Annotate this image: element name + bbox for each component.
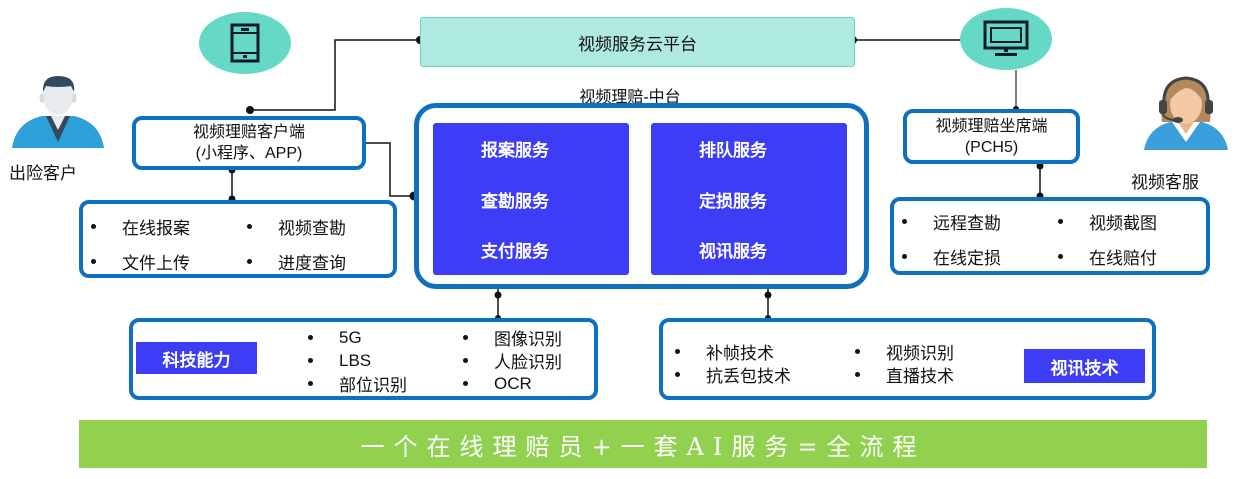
- feature-item: 视频截图: [1058, 209, 1192, 234]
- feature-item: 视频查勘: [247, 214, 381, 239]
- bullet-icon: [855, 372, 860, 377]
- feature-item: OCR: [463, 372, 562, 395]
- feature-item: 抗丢包技术: [675, 363, 791, 386]
- left-service-column: 报案服务 查勘服务 支付服务: [433, 123, 629, 275]
- bullet-icon: [308, 335, 313, 340]
- feature-item: 在线赔付: [1058, 244, 1192, 269]
- bullet-icon: [247, 259, 252, 264]
- bullet-icon: [91, 259, 96, 264]
- client-app-box[interactable]: 视频理赔客户端 (小程序、APP): [132, 116, 366, 170]
- bullet-icon: [1058, 219, 1063, 224]
- summary-banner: 一个在线理赔员+一套AI服务=全流程: [79, 420, 1207, 468]
- service-queue[interactable]: 排队服务: [699, 140, 767, 160]
- feature-item: 进度查询: [247, 249, 381, 274]
- client-features-box: 在线报案 视频查勘 文件上传 进度查询: [79, 200, 397, 278]
- video-tech-box: 补帧技术 抗丢包技术 视频识别 直播技术 视讯技术: [659, 318, 1156, 400]
- feature-item: 部位识别: [308, 372, 407, 395]
- feature-item: 在线定损: [902, 244, 1058, 269]
- feature-item: 在线报案: [91, 214, 247, 239]
- bullet-icon: [675, 349, 680, 354]
- feature-item: 图像识别: [463, 326, 562, 349]
- tech-capability-col2: 图像识别 人脸识别 OCR: [463, 326, 562, 395]
- bullet-icon: [308, 358, 313, 363]
- tech-capability-col1: 5G LBS 部位识别: [308, 326, 407, 395]
- agent-app-title: 视频理赔坐席端: [935, 117, 1048, 135]
- agent-features-box: 远程查勘 视频截图 在线定损 在线赔付: [890, 197, 1210, 275]
- bullet-icon: [855, 349, 860, 354]
- feature-item: 远程查勘: [902, 209, 1058, 234]
- agent-label: 视频客服: [1131, 173, 1199, 192]
- client-app-title: 视频理赔客户端: [192, 124, 305, 141]
- customer-avatar-icon: [12, 76, 104, 148]
- mobile-icon-badge: [199, 12, 291, 74]
- middle-platform-box: 报案服务 查勘服务 支付服务 排队服务 定损服务 视讯服务: [414, 103, 869, 289]
- agent-app-subtitle: (PCH5): [964, 138, 1019, 156]
- service-payment[interactable]: 支付服务: [481, 242, 549, 262]
- video-tech-col1: 补帧技术 抗丢包技术: [675, 340, 791, 386]
- bullet-icon: [463, 335, 468, 340]
- bullet-icon: [675, 372, 680, 377]
- feature-item: 文件上传: [91, 249, 247, 274]
- feature-item: 人脸识别: [463, 349, 562, 372]
- bullet-icon: [463, 381, 468, 386]
- monitor-icon-badge: [960, 8, 1052, 70]
- bullet-icon: [91, 224, 96, 229]
- summary-banner-text: 一个在线理赔员+一套AI服务=全流程: [360, 432, 926, 461]
- cloud-platform-box[interactable]: 视频服务云平台: [420, 17, 855, 67]
- tech-capability-tag: 科技能力: [136, 342, 257, 374]
- video-tech-col2: 视频识别 直播技术: [855, 340, 954, 386]
- client-app-subtitle: (小程序、APP): [195, 145, 303, 162]
- service-video-call[interactable]: 视讯服务: [699, 242, 767, 262]
- feature-item: 5G: [308, 326, 407, 349]
- service-loss-assessment[interactable]: 定损服务: [699, 191, 767, 211]
- bullet-icon: [1058, 254, 1063, 259]
- agent-avatar: [1140, 72, 1232, 152]
- right-service-column: 排队服务 定损服务 视讯服务: [651, 123, 847, 275]
- service-report[interactable]: 报案服务: [481, 140, 549, 160]
- service-survey[interactable]: 查勘服务: [481, 191, 549, 211]
- mobile-phone-icon: [230, 23, 260, 63]
- agent-headset-avatar-icon: [1144, 76, 1228, 150]
- video-tech-tag: 视讯技术: [1024, 349, 1145, 383]
- feature-item: 视频识别: [855, 340, 954, 363]
- customer-avatar: [8, 70, 108, 150]
- feature-item: 补帧技术: [675, 340, 791, 363]
- bullet-icon: [247, 224, 252, 229]
- bullet-icon: [902, 254, 907, 259]
- agent-app-box[interactable]: 视频理赔坐席端 (PCH5): [903, 109, 1080, 164]
- desktop-monitor-icon: [983, 20, 1029, 56]
- cloud-platform-label: 视频服务云平台: [578, 34, 697, 54]
- tech-capability-box: 科技能力 5G LBS 部位识别 图像识别 人脸识别 OCR: [129, 318, 598, 400]
- bullet-icon: [463, 358, 468, 363]
- feature-item: LBS: [308, 349, 407, 372]
- bullet-icon: [902, 219, 907, 224]
- middle-platform-title: 视频理赔-中台: [579, 89, 681, 106]
- feature-item: 直播技术: [855, 363, 954, 386]
- bullet-icon: [308, 381, 313, 386]
- customer-label: 出险客户: [9, 164, 77, 183]
